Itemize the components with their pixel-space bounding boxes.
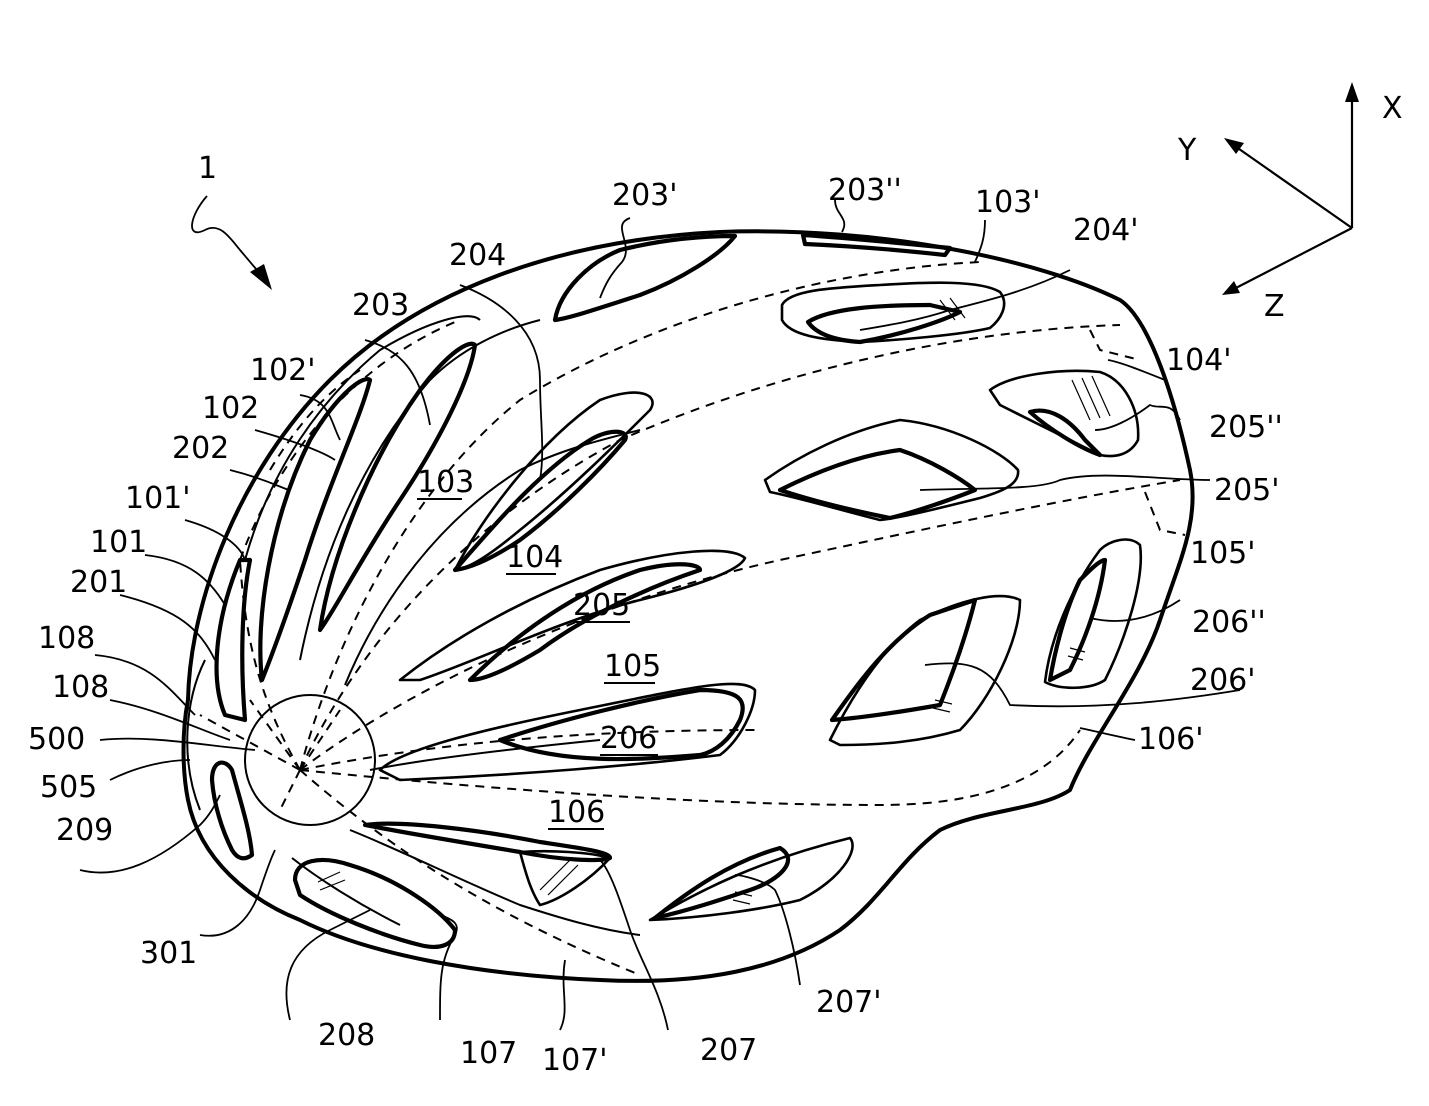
label-205: 205 [573, 588, 630, 623]
label-107: 107 [460, 1036, 517, 1071]
reference-labels: 203' 203'' 103' 204' 204 203 104' 102' 1… [28, 173, 1283, 1078]
label-205-double-prime: 205'' [1209, 410, 1283, 445]
label-505: 505 [40, 770, 97, 805]
vent-openings [212, 235, 1141, 947]
reference-label: 1 [198, 151, 217, 186]
label-105-prime: 105' [1190, 536, 1256, 571]
label-105: 105 [604, 649, 661, 684]
label-102: 102 [202, 391, 259, 426]
label-201: 201 [70, 565, 127, 600]
label-209: 209 [56, 813, 113, 848]
label-106: 106 [548, 795, 605, 830]
label-500: 500 [28, 722, 85, 757]
label-207: 207 [700, 1033, 757, 1068]
label-104-prime: 104' [1166, 343, 1232, 378]
label-301: 301 [140, 936, 197, 971]
label-104: 104 [506, 540, 563, 575]
label-206: 206 [600, 721, 657, 756]
label-203: 203 [352, 288, 409, 323]
label-203-double-prime: 203'' [828, 173, 902, 208]
label-207-prime: 207' [816, 985, 882, 1020]
label-101-prime: 101' [125, 481, 191, 516]
dashed-rib-lines [200, 262, 1185, 975]
label-204: 204 [449, 238, 506, 273]
label-103: 103 [417, 465, 474, 500]
axis-z-label: Z [1264, 289, 1285, 324]
label-208: 208 [318, 1018, 375, 1053]
label-107-prime: 107' [542, 1043, 608, 1078]
axis-y-label: Y [1177, 133, 1197, 168]
label-106-prime: 106' [1138, 722, 1204, 757]
label-206-double-prime: 206'' [1192, 605, 1266, 640]
label-204-prime: 204' [1073, 213, 1139, 248]
label-206-prime: 206' [1190, 663, 1256, 698]
axis-x-label: X [1382, 91, 1403, 126]
label-101: 101 [90, 525, 147, 560]
coordinate-axes: X Y Z [1177, 82, 1403, 324]
label-103-prime: 103' [975, 185, 1041, 220]
label-108-upper: 108 [38, 621, 95, 656]
label-205-prime: 205' [1214, 473, 1280, 508]
label-102-prime: 102' [250, 353, 316, 388]
reference-numeral-1: 1 [192, 151, 272, 290]
label-202: 202 [172, 431, 229, 466]
label-108-lower: 108 [52, 670, 109, 705]
label-203-prime: 203' [612, 178, 678, 213]
